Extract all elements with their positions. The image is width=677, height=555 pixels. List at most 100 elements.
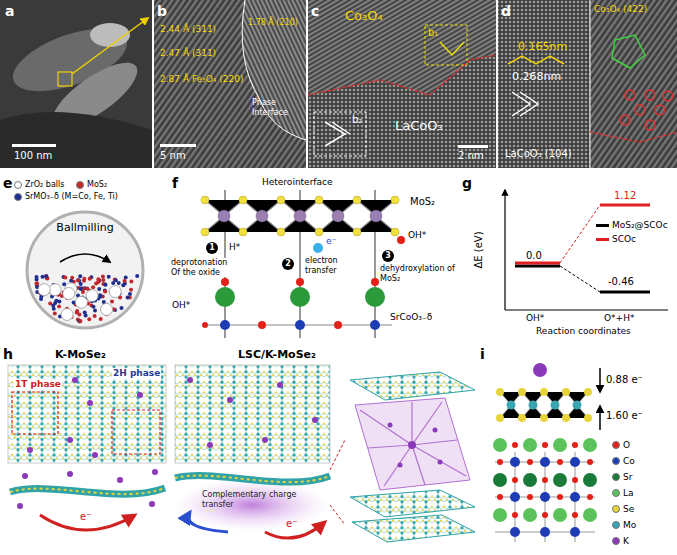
- phase-label: Co₃O₄ (422): [594, 4, 647, 15]
- atomic-model: [512, 477, 518, 483]
- panel-letter: g: [462, 175, 472, 192]
- box-label: b₁: [428, 27, 438, 39]
- atomic-model: [557, 459, 563, 465]
- hrtem-image: [590, 132, 677, 142]
- powder-particle: [120, 306, 124, 310]
- tem-image: [0, 0, 152, 168]
- heterointerface-model: [391, 196, 399, 204]
- mose2-lattice: [412, 445, 425, 485]
- milling-ball: [38, 284, 50, 296]
- mose2-lattice: [92, 452, 98, 458]
- atomic-model: [553, 508, 567, 522]
- hrtem-image: [655, 105, 665, 115]
- powder-particle: [63, 275, 67, 279]
- powder-particle: [91, 285, 95, 289]
- tem-image: [0, 112, 152, 168]
- mose2-lattice: [8, 365, 475, 542]
- lattice-spacing: 0.268nm: [512, 70, 561, 83]
- legend-entry: ZrO₂ balls: [14, 180, 64, 189]
- powder-particle: [104, 283, 108, 287]
- legend-swatch: [612, 489, 620, 497]
- tem-image: [12, 144, 56, 147]
- mose2-lattice: [112, 410, 160, 454]
- atomic-model: [587, 494, 593, 500]
- atomic-model: [518, 414, 526, 422]
- phase-label: 2H phase: [112, 368, 161, 379]
- panel-letter: d: [501, 3, 511, 20]
- mose2-lattice: [149, 501, 155, 507]
- legend-swatch: [612, 441, 620, 449]
- powder-particle: [93, 314, 97, 318]
- legend-swatch: [612, 457, 620, 465]
- phase-label: LaCoO₃ (104): [505, 148, 572, 160]
- scale-label: 2 nm: [458, 150, 484, 162]
- heterointerface-model: [315, 196, 323, 204]
- hrtem-image: [498, 0, 677, 168]
- atomic-model: [572, 512, 578, 518]
- legend-text: ZrO₂ balls: [25, 180, 64, 189]
- powder-particle: [101, 274, 105, 278]
- mose2-lattice: [188, 512, 228, 532]
- atomic-model: [510, 457, 520, 467]
- tem-image: [0, 0, 152, 168]
- milling-ball: [63, 288, 75, 300]
- energy-value: -0.46: [608, 276, 634, 288]
- atomic-model: [570, 457, 580, 467]
- hrtem-image: [635, 105, 645, 115]
- mose2-lattice: [227, 397, 233, 403]
- powder-particle: [97, 287, 101, 291]
- milling-ball: [86, 290, 98, 302]
- energy-value: 1.12: [614, 190, 636, 202]
- powder-particle: [54, 299, 58, 303]
- energy-diagram: [504, 190, 505, 310]
- milling-ball: [101, 303, 113, 315]
- heterointerface-model: [201, 228, 209, 236]
- energy-diagram: [515, 262, 560, 265]
- atomic-model: [523, 473, 537, 487]
- powder-particle: [96, 280, 100, 284]
- legend-entry: La: [612, 488, 634, 498]
- callout-number: 3: [382, 250, 394, 262]
- material-label: MoS₂: [410, 196, 435, 208]
- powder-particle: [99, 295, 103, 299]
- atomic-model: [527, 494, 533, 500]
- mose2-lattice: [72, 377, 78, 383]
- hrtem-image: [325, 122, 350, 146]
- heterointerface-model: [295, 320, 305, 330]
- legend-text: Co: [623, 456, 635, 466]
- mose2-lattice: [207, 442, 213, 448]
- energy-diagram: [560, 266, 600, 292]
- mose2-lattice: [412, 402, 442, 445]
- mose2-lattice: [350, 372, 475, 400]
- panel-letter: f: [172, 175, 178, 192]
- hrtem-image: [590, 0, 591, 168]
- phase-label: LaCoO₃: [395, 118, 443, 134]
- powder-particle: [77, 279, 81, 283]
- atomic-model: [523, 438, 537, 452]
- species-label: H*: [228, 242, 241, 253]
- atomic-model: [540, 492, 550, 502]
- panel-title: K-MoSe₂: [55, 348, 106, 361]
- heterointerface-model: [391, 228, 399, 236]
- legend-entry: MoS₂@SCOc: [596, 220, 668, 230]
- hrtem-image: [314, 112, 366, 156]
- panel-letter: c: [311, 3, 319, 20]
- atomic-model: [512, 442, 518, 448]
- legend-text: K: [623, 536, 629, 546]
- heterointerface-model: [370, 210, 382, 222]
- atomic-model: [493, 508, 507, 522]
- legend-entry: Mo: [612, 520, 636, 530]
- atomic-model: [496, 388, 504, 396]
- box-label: b₂: [352, 114, 362, 126]
- mose2-lattice: [17, 469, 158, 509]
- hrtem-image: [612, 35, 645, 68]
- powder-particle: [117, 281, 121, 285]
- powder-particle: [79, 282, 83, 286]
- powder-particle: [79, 287, 83, 291]
- powder-particle: [78, 319, 82, 323]
- energy-diagram: [600, 291, 650, 294]
- energy-diagram: [600, 204, 650, 207]
- milling-ball: [109, 286, 121, 298]
- legend-entry: Sr: [612, 472, 632, 482]
